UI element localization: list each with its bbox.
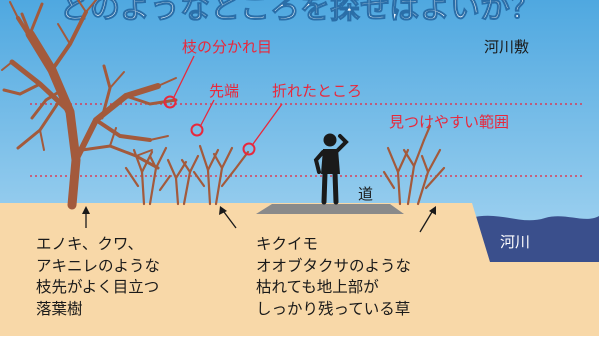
page-title: どのようなところを探せばよいか？ (60, 0, 540, 26)
broken-leader (252, 103, 283, 145)
grass-clump-4 (382, 124, 446, 206)
grass-note-arrow-right (419, 206, 436, 233)
note-deciduous-trees: エノキ、クワ、 アキニレのような 枝先がよく目立つ 落葉樹 (36, 235, 161, 318)
tip-leader (200, 99, 215, 126)
broken-marker (242, 142, 256, 156)
deciduous-tree (1, 0, 178, 210)
ground (0, 203, 599, 336)
label-river: 河川 (500, 233, 531, 251)
grass-clump-1 (124, 146, 172, 206)
label-tip: 先端 (209, 82, 240, 100)
branch-fork-marker (163, 95, 177, 109)
branch-fork-leader (173, 55, 195, 98)
grass-clump-3 (192, 144, 250, 206)
label-broken: 折れたところ (272, 82, 363, 100)
label-floodplain: 河川敷 (484, 38, 530, 56)
tip-marker (190, 123, 204, 137)
river (470, 215, 599, 262)
label-road: 道 (358, 185, 374, 203)
grass-note-arrow-left (219, 206, 237, 229)
grass-clump-2 (166, 154, 200, 206)
road (256, 204, 404, 214)
label-branch-fork: 枝の分かれ目 (182, 38, 273, 56)
person-icon (313, 133, 349, 205)
label-easy-zone: 見つけやすい範囲 (389, 113, 510, 131)
note-persistent-grasses: キクイモ オオブタクサのような 枯れても地上部が しっかり残っている草 (256, 235, 412, 318)
tree-note-arrow (82, 206, 90, 228)
